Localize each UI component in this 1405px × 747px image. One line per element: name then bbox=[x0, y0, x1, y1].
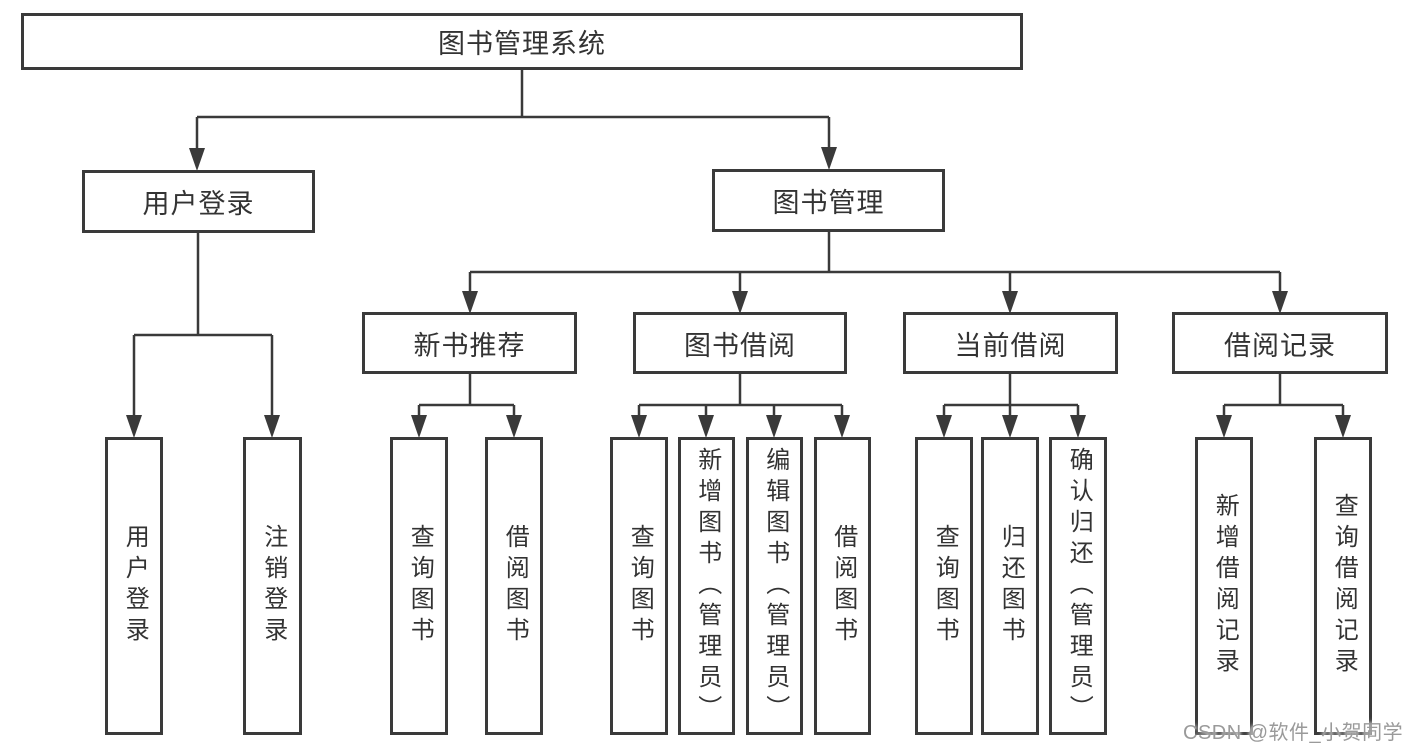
leaf-add-books-admin: 新增图书（管理员） bbox=[678, 437, 735, 735]
leaf-label: 注销登录 bbox=[259, 524, 287, 648]
node-new-book-recommendation: 新书推荐 bbox=[362, 312, 577, 374]
leaf-label: 新增图书（管理员） bbox=[693, 446, 721, 726]
leaf-borrow-books-recommend: 借阅图书 bbox=[485, 437, 543, 735]
leaf-label: 查询图书 bbox=[626, 524, 654, 648]
leaf-label: 编辑图书（管理员） bbox=[761, 446, 789, 726]
leaf-label: 归还图书 bbox=[997, 524, 1025, 648]
leaf-label: 用户登录 bbox=[121, 524, 149, 648]
arrowheads bbox=[126, 147, 1351, 438]
node-book-management: 图书管理 bbox=[712, 169, 945, 232]
leaf-edit-books-admin: 编辑图书（管理员） bbox=[746, 437, 803, 735]
node-current-borrowing: 当前借阅 bbox=[903, 312, 1118, 374]
leaf-search-books-current: 查询图书 bbox=[915, 437, 973, 735]
leaf-return-books: 归还图书 bbox=[981, 437, 1039, 735]
leaf-search-books-borrowing: 查询图书 bbox=[610, 437, 668, 735]
node-borrowing-records: 借阅记录 bbox=[1172, 312, 1388, 374]
node-library-management-system: 图书管理系统 bbox=[21, 13, 1023, 70]
leaf-add-borrow-record: 新增借阅记录 bbox=[1195, 437, 1253, 735]
leaf-user-login: 用户登录 bbox=[105, 437, 163, 735]
leaf-search-borrow-record: 查询借阅记录 bbox=[1314, 437, 1372, 735]
leaf-borrow-books-borrowing: 借阅图书 bbox=[814, 437, 871, 735]
leaf-search-books-recommend: 查询图书 bbox=[390, 437, 448, 735]
leaf-label: 查询图书 bbox=[406, 524, 434, 648]
leaf-label: 借阅图书 bbox=[829, 524, 857, 648]
node-book-borrowing: 图书借阅 bbox=[633, 312, 847, 374]
leaf-logout-login: 注销登录 bbox=[243, 437, 302, 735]
watermark: CSDN @软件_小贺同学 bbox=[1183, 722, 1404, 744]
leaf-label: 查询借阅记录 bbox=[1330, 493, 1358, 679]
node-user-login: 用户登录 bbox=[82, 170, 315, 233]
leaf-label: 查询图书 bbox=[931, 524, 959, 648]
leaf-label: 确认归还（管理员） bbox=[1065, 446, 1093, 726]
leaf-confirm-return-admin: 确认归还（管理员） bbox=[1049, 437, 1107, 735]
leaf-label: 新增借阅记录 bbox=[1211, 493, 1239, 679]
leaf-label: 借阅图书 bbox=[501, 524, 529, 648]
